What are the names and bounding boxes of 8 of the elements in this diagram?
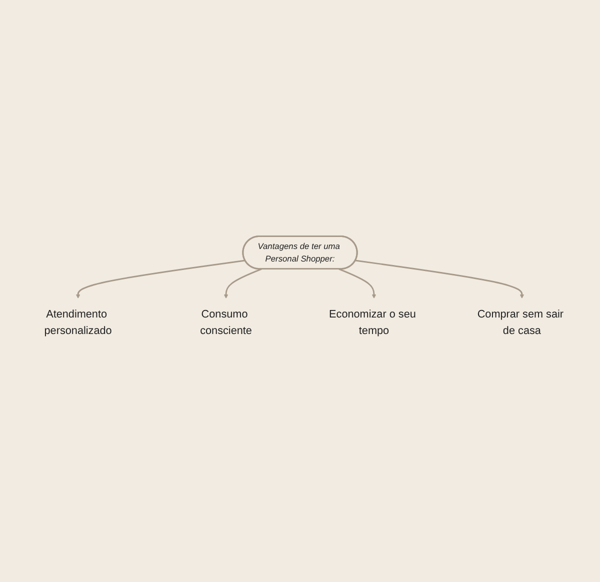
arrow [338,268,376,299]
node-text: Comprar sem sair de casa [477,308,564,336]
arrow [355,260,524,299]
node-text: Consumo consciente [200,308,252,336]
arrow [224,268,262,299]
node-text: Economizar o seu tempo [329,308,416,336]
node-text: Atendimento personalizado [44,308,112,336]
arrow [76,260,246,299]
